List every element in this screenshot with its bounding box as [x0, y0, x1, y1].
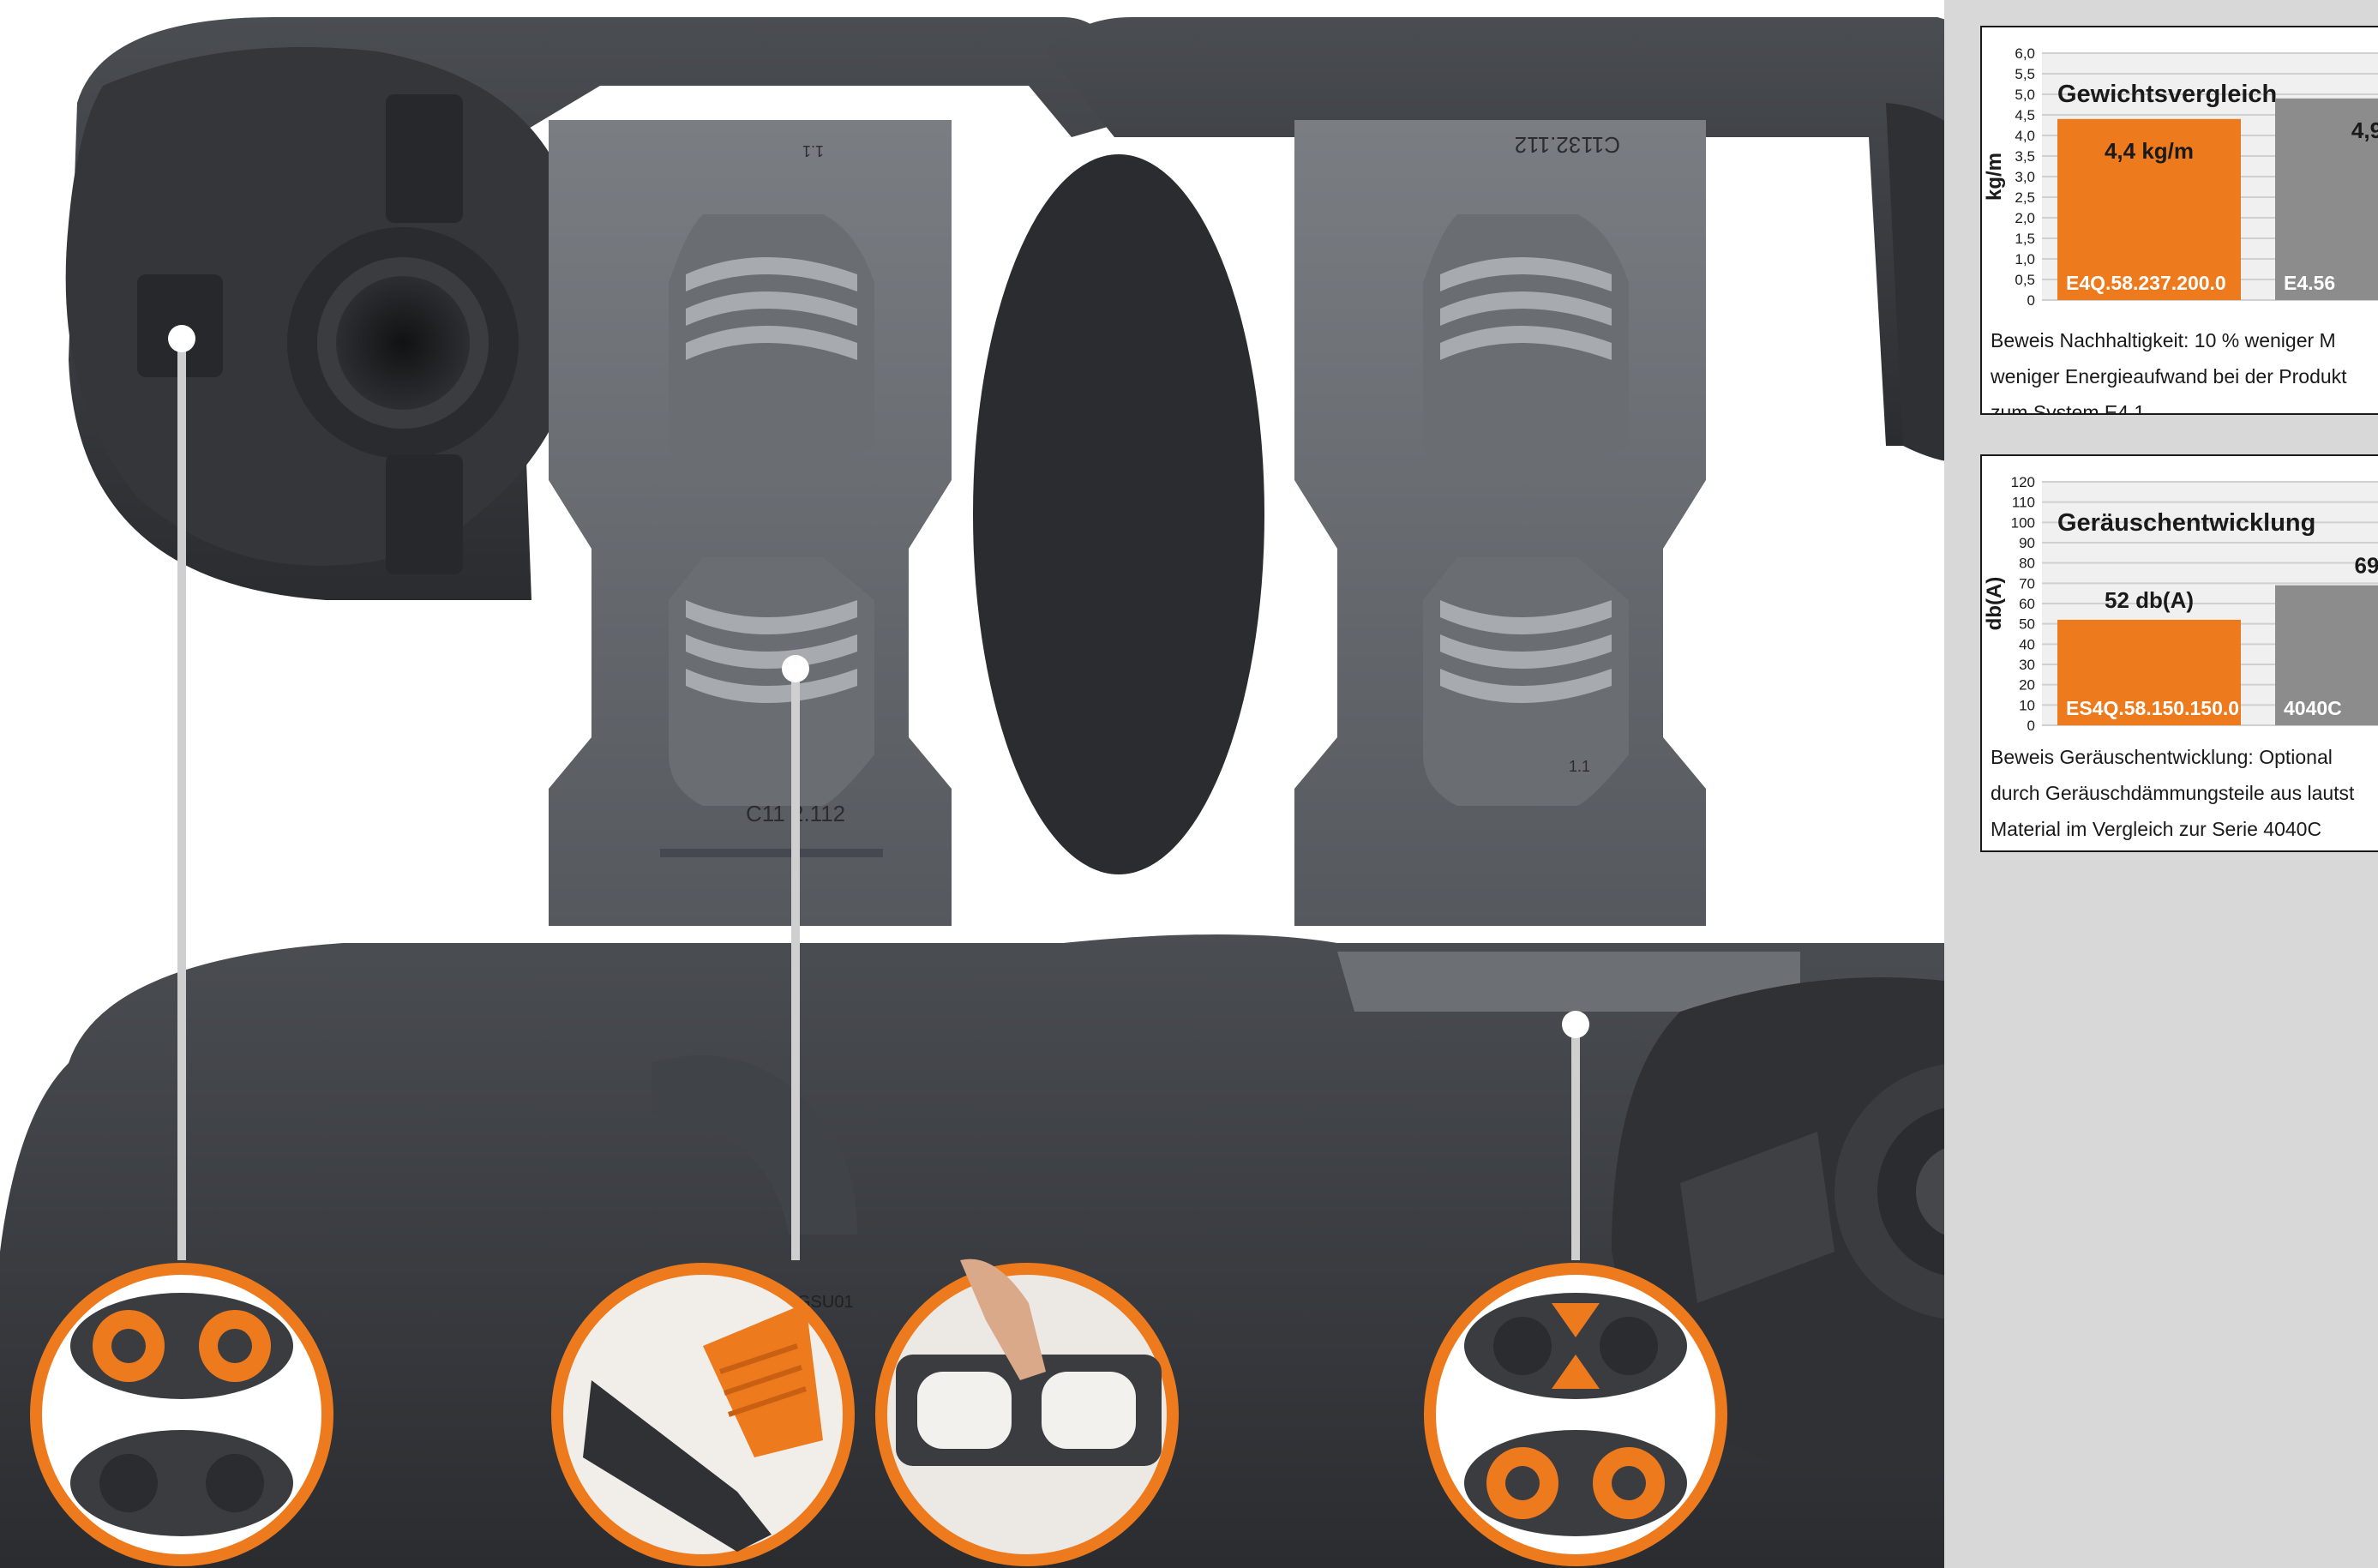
- left-end-piece: [65, 47, 585, 574]
- weight-caption: Beweis Nachhaltigkeit: 10 % weniger M we…: [1991, 322, 2378, 415]
- callout-dot-2: [782, 655, 809, 682]
- noise-y-tick-label: 120: [2011, 474, 2035, 490]
- noise-y-tick-label: 40: [2019, 636, 2035, 652]
- weight-y-tick-label: 0: [2027, 292, 2035, 309]
- weight-y-tick-label: 1,5: [2015, 231, 2035, 247]
- noise-value-label-1: 52 db(A): [2105, 587, 2194, 613]
- detail-circle-4: [1424, 1263, 1727, 1566]
- noise-caption-line-3: Material im Vergleich zur Serie 4040C: [1991, 818, 2322, 840]
- noise-caption: Beweis Geräuschentwicklung: Optional dur…: [1991, 739, 2378, 847]
- stamp-marking: GSU01: [797, 1293, 854, 1312]
- noise-y-tick-label: 100: [2011, 514, 2035, 531]
- noise-y-tick-label: 60: [2019, 596, 2035, 612]
- callout-dot-3: [1562, 1011, 1589, 1038]
- weight-y-tick-label: 6,0: [2015, 45, 2035, 62]
- noise-y-tick-label: 80: [2019, 556, 2035, 572]
- weight-y-axis-label: kg/m: [1983, 153, 2006, 201]
- weight-y-tick-label: 0,5: [2015, 272, 2035, 288]
- weight-y-tick-label: 3,5: [2015, 148, 2035, 165]
- weight-category-label-2: E4.56: [2284, 272, 2335, 294]
- weight-category-label-1: E4Q.58.237.200.0: [2066, 272, 2226, 294]
- noise-chart-box: 0 10 20 30 40 50 60 70 80 90 100 110 120 db(A) Geräusc…: [1980, 454, 2378, 852]
- noise-caption-line-1: Beweis Geräuschentwicklung: Optional: [1991, 746, 2333, 768]
- noise-chart-title: Geräuschentwicklung: [2057, 509, 2315, 537]
- weight-y-tick-label: 4,5: [2015, 107, 2035, 123]
- noise-category-label-2: 4040C: [2284, 697, 2342, 719]
- part-marking-right-top: C1132.112: [1515, 132, 1620, 158]
- detail-circle-1: [30, 1263, 333, 1566]
- weight-chart: 0 0,5 1,0 1,5 2,0 2,5 3,0 3,5 4,0 4,5 5,0 5,5 6,0 kg/…: [1983, 45, 2378, 309]
- part-marking-right-bottom: 1.1: [1569, 758, 1590, 775]
- callout-dot-1: [168, 325, 195, 352]
- weight-value-label-1: 4,4 kg/m: [2105, 138, 2194, 164]
- weight-chart-box: 0 0,5 1,0 1,5 2,0 2,5 3,0 3,5 4,0 4,5 5,0 5,5 6,0 kg/…: [1980, 26, 2378, 415]
- weight-chart-title: Gewichtsvergleich: [2057, 81, 2277, 108]
- weight-y-tick-label: 2,5: [2015, 189, 2035, 206]
- noise-y-tick-label: 10: [2019, 697, 2035, 713]
- noise-y-tick-label: 90: [2019, 535, 2035, 551]
- detail-circle-3: [875, 1259, 1179, 1566]
- weight-y-tick-label: 1,0: [2015, 251, 2035, 267]
- weight-caption-line-3: zum System E4.1: [1991, 401, 2146, 415]
- weight-y-tick-label: 2,0: [2015, 210, 2035, 226]
- weight-y-tick-label: 5,5: [2015, 66, 2035, 82]
- weight-y-tick-label: 3,0: [2015, 169, 2035, 185]
- cross-piece-right: C1132.112 1.1: [1294, 120, 1706, 926]
- noise-y-tick-label: 110: [2012, 495, 2035, 511]
- noise-category-label-1: ES4Q.58.150.150.0: [2066, 697, 2239, 719]
- noise-bar-2: [2275, 585, 2378, 725]
- weight-y-tick-label: 5,0: [2015, 87, 2035, 103]
- weight-bar-2: [2275, 98, 2378, 300]
- noise-y-axis-label: db(A): [1983, 577, 2006, 631]
- weight-caption-line-2: weniger Energieaufwand bei der Produkt: [1991, 365, 2347, 387]
- noise-caption-line-2: durch Geräuschdämmungsteile aus lautst: [1991, 782, 2355, 804]
- noise-y-tick-label: 20: [2019, 677, 2035, 694]
- noise-chart: 0 10 20 30 40 50 60 70 80 90 100 110 120 db(A) Geräusc…: [1983, 474, 2378, 734]
- noise-y-tick-label: 30: [2019, 657, 2035, 673]
- noise-y-tick-label: 50: [2019, 616, 2035, 633]
- cross-piece-left: C11 2.112 1.1: [549, 120, 952, 926]
- weight-y-tick-label: 4,0: [2015, 128, 2035, 144]
- part-marking-left-top: 1.1: [802, 142, 824, 159]
- noise-y-tick-label: 0: [2027, 718, 2035, 734]
- noise-value-label-2: 69: [2355, 553, 2378, 579]
- weight-value-label-2: 4,9: [2351, 117, 2378, 143]
- weight-bar-1: [2057, 118, 2241, 300]
- center-opening: [973, 154, 1264, 874]
- weight-caption-line-1: Beweis Nachhaltigkeit: 10 % weniger M: [1991, 329, 2336, 351]
- noise-y-tick-label: 70: [2019, 575, 2035, 592]
- noise-bar-1: [2057, 619, 2241, 725]
- detail-circle-2: [551, 1263, 855, 1566]
- callouts: [168, 325, 2189, 1260]
